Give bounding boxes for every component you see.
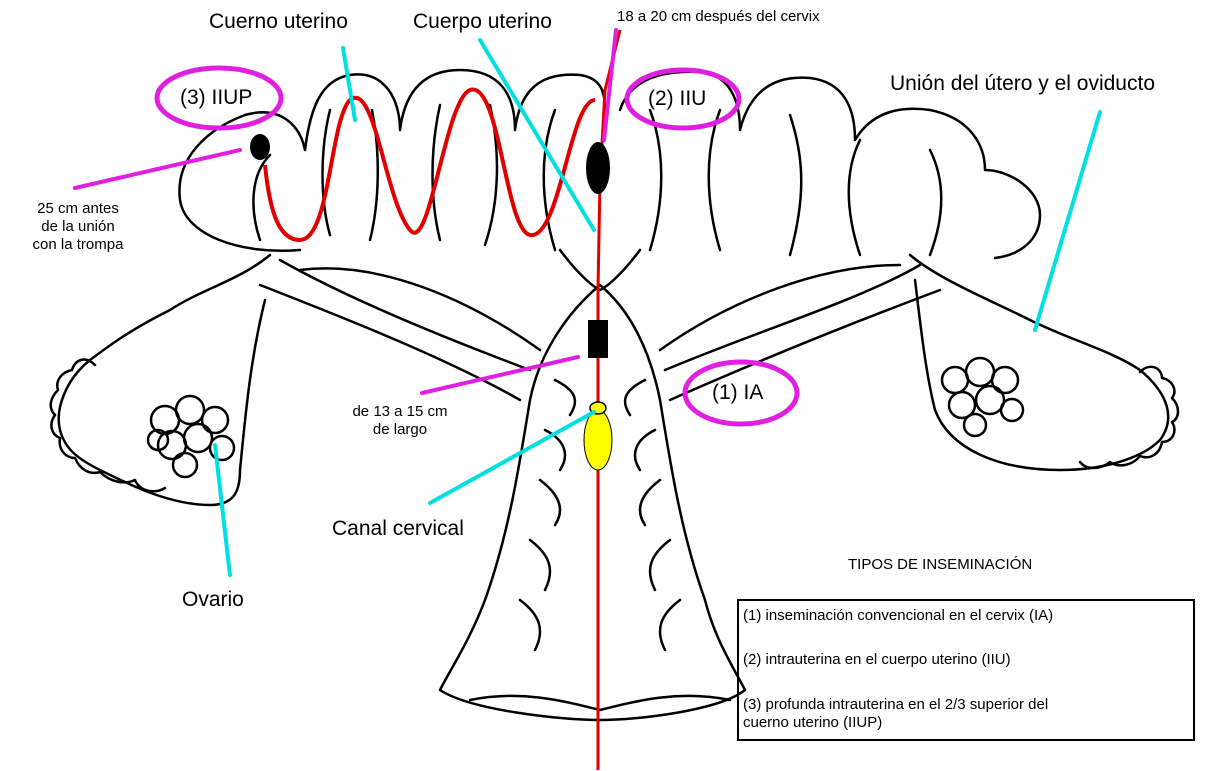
canal-cervical-label: Canal cervical	[332, 517, 464, 541]
before-union-label: 25 cm antes de la unión con la trompa	[8, 200, 148, 254]
legend-item-2: (2) intrauterina en el cuerpo uterino (I…	[743, 651, 1011, 669]
cuerpo-uterino-label: Cuerpo uterino	[413, 10, 552, 34]
cervix-entry-marker	[588, 320, 608, 358]
left-oviduct	[59, 255, 270, 505]
iiu-deposit-marker	[586, 142, 610, 194]
legend-item-1: (1) inseminación convencional en el cerv…	[743, 607, 1053, 625]
legend-item-3-cont: cuerno uterino (IIUP)	[743, 714, 882, 732]
cuerno-uterino-label: Cuerno uterino	[209, 10, 348, 34]
before-union-line-2: de la unión	[8, 218, 148, 236]
cervical-marker	[584, 410, 612, 470]
distance-cervix-label: 18 a 20 cm después del cervix	[617, 8, 820, 26]
ia-oval-label: (1) IA	[712, 381, 763, 405]
length-label: de 13 a 15 cm de largo	[330, 403, 470, 439]
union-label: Unión del útero y el oviducto	[890, 72, 1155, 96]
union-pointer	[1035, 112, 1100, 330]
iiu-oval-label: (2) IIU	[648, 87, 706, 111]
legend-box: (1) inseminación convencional en el cerv…	[737, 599, 1195, 741]
catheter-horn-path	[265, 90, 595, 240]
catheter-path	[598, 30, 620, 770]
legend-item-3: (3) profunda intrauterina en el 2/3 supe…	[743, 696, 1048, 714]
iiup-deposit-marker	[250, 134, 270, 160]
left-ovary	[148, 396, 234, 477]
right-oviduct	[910, 255, 1168, 470]
length-line-2: de largo	[330, 421, 470, 439]
right-ovary	[942, 358, 1023, 436]
ovario-label: Ovario	[182, 588, 244, 612]
before-union-pointer	[75, 150, 240, 188]
length-line-1: de 13 a 15 cm	[330, 403, 470, 421]
before-union-line-1: 25 cm antes	[8, 200, 148, 218]
ovario-pointer	[215, 445, 230, 575]
iiup-oval-label: (3) IIUP	[180, 86, 252, 110]
legend-title: TIPOS DE INSEMINACIÓN	[848, 556, 1032, 573]
before-union-line-3: con la trompa	[8, 236, 148, 254]
